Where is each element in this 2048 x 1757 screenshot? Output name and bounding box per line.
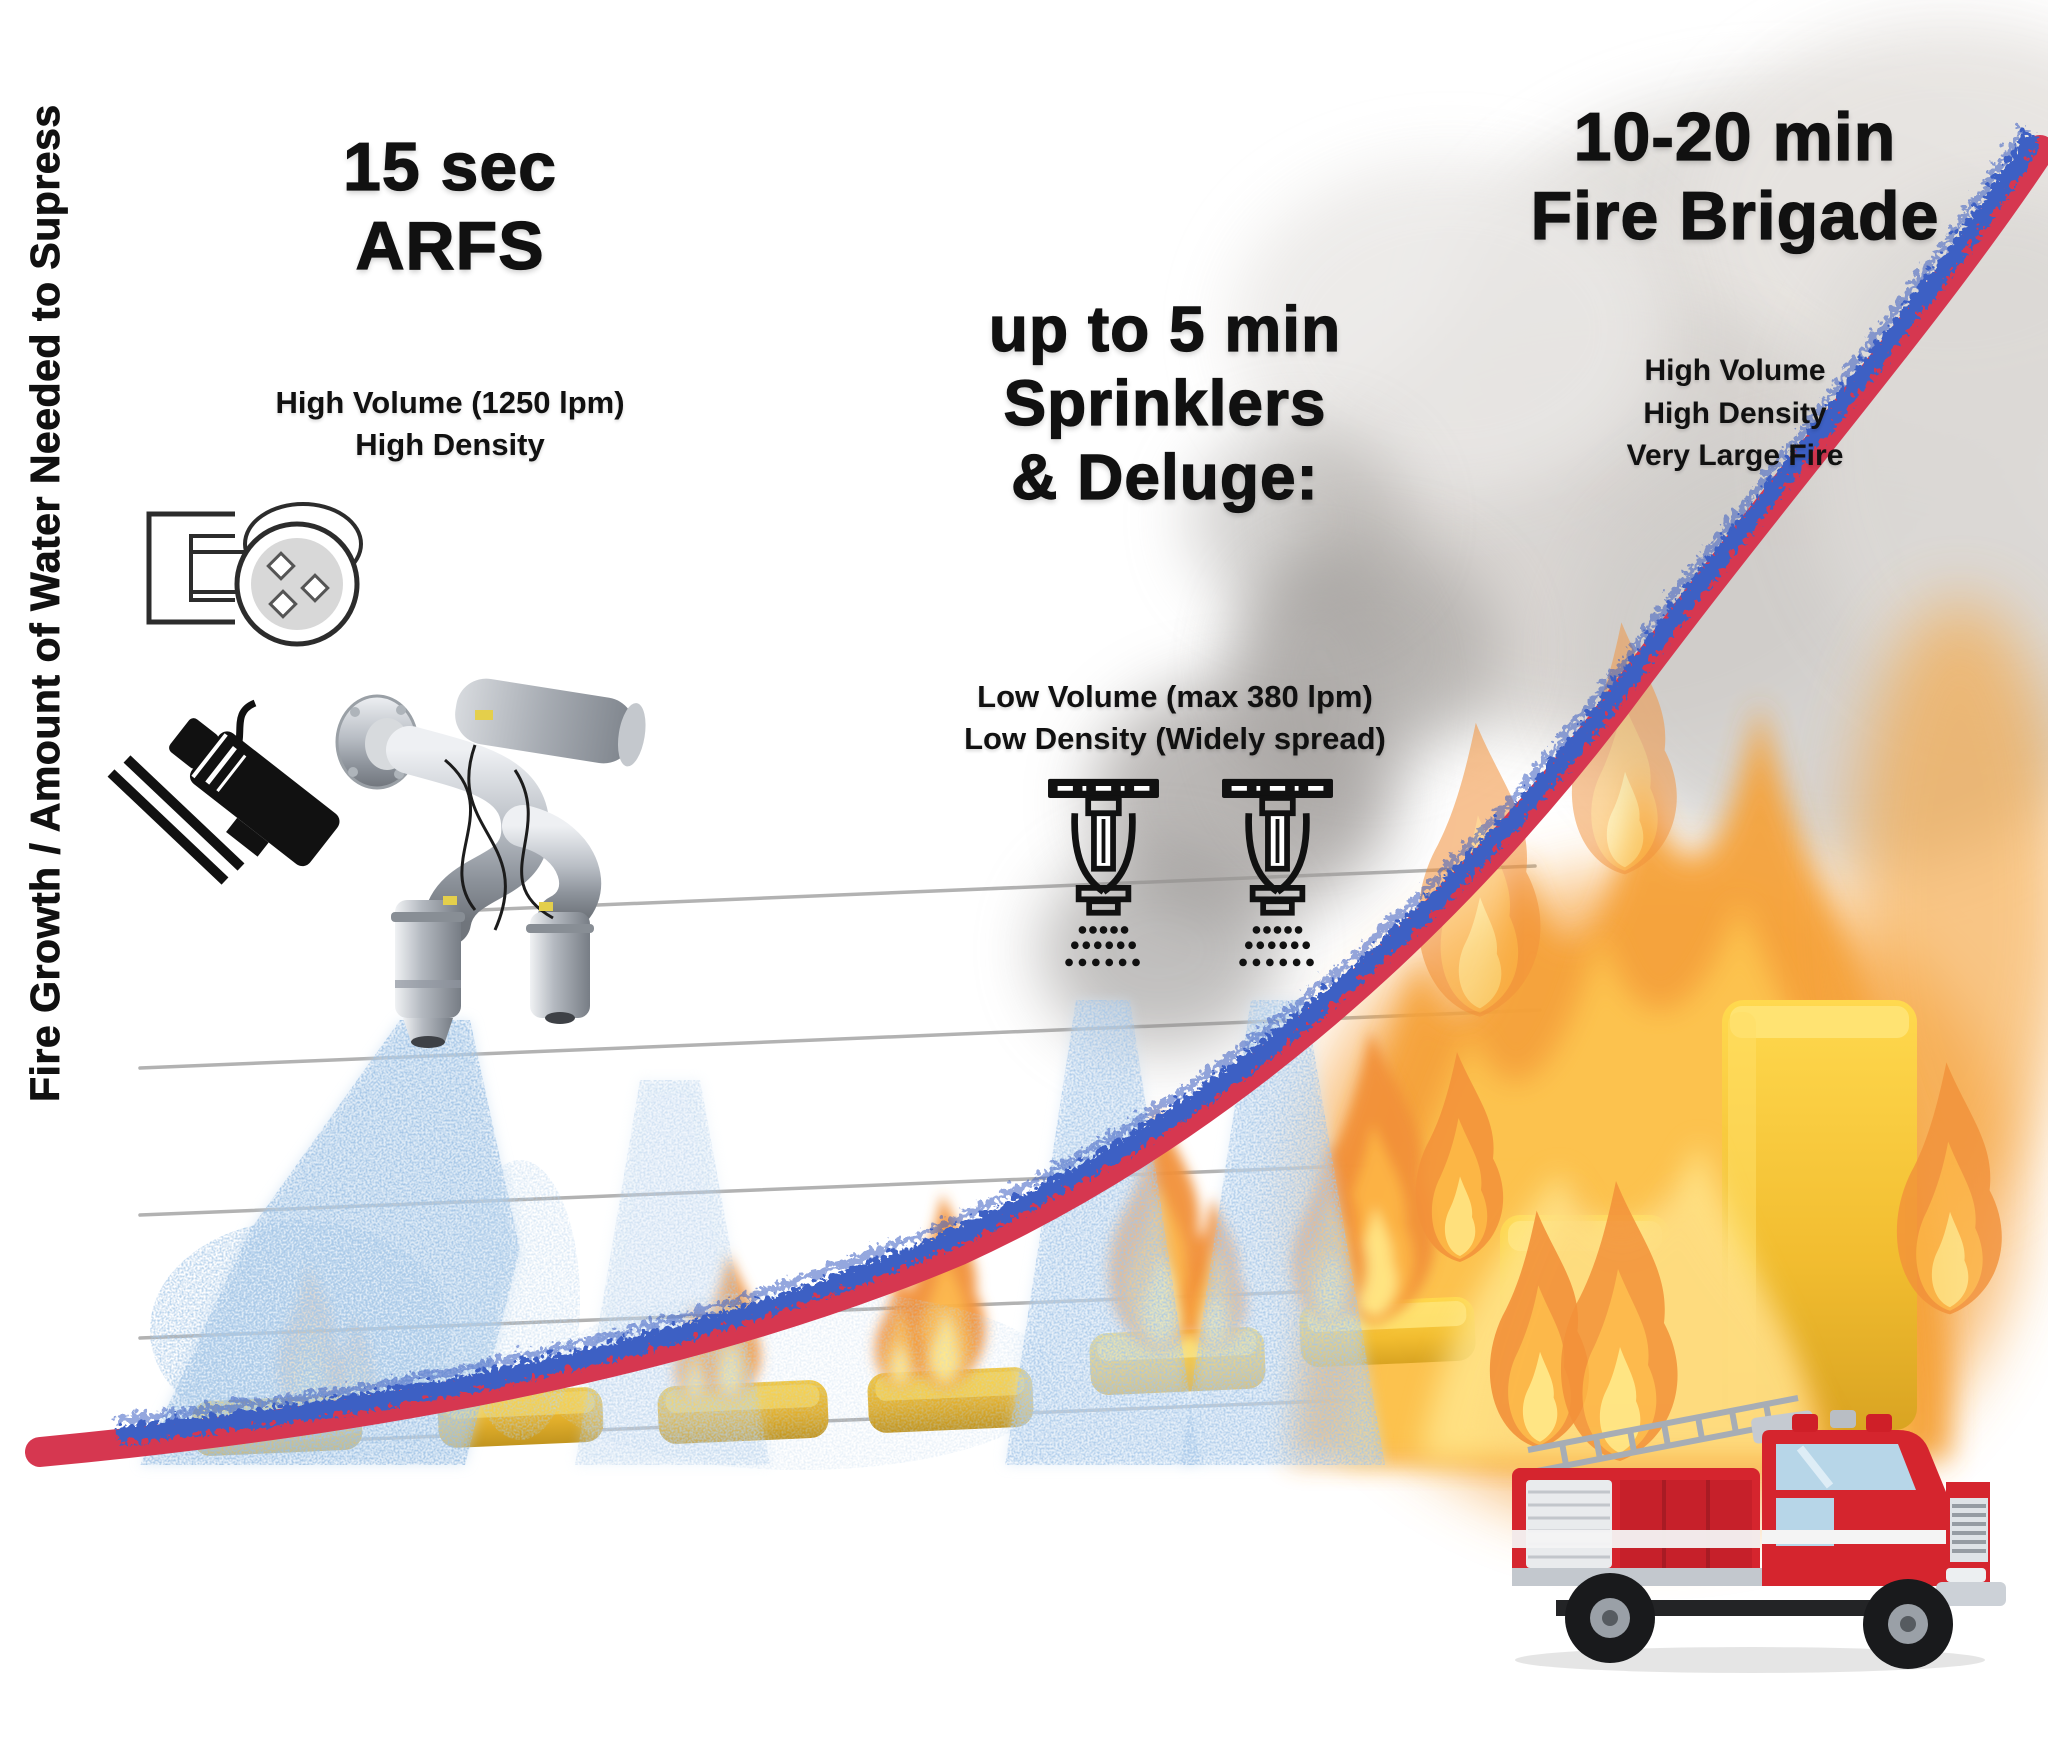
- stage-sprinklers-time: up to 5 min: [988, 292, 1342, 365]
- large-fire-front: [1230, 560, 2002, 1461]
- stage-sprinklers-title: up to 5 min Sprinklers & Deluge:: [855, 292, 1475, 515]
- stage-brigade-subtitle: High Volume High Density Very Large Fire: [1626, 354, 1844, 473]
- sprinkler-head-icon: [1048, 778, 1159, 967]
- curve-blue-scribble: [111, 129, 2035, 1439]
- curve-red: [25, 135, 2048, 1467]
- sprinkler-spray: [1005, 1000, 1200, 1465]
- nozzle-left: [391, 900, 465, 1048]
- stage-sprinklers-subtitle: Low Volume (max 380 lpm) Low Density (Wi…: [964, 679, 1386, 756]
- stage-sprinklers-name: Sprinklers: [1003, 367, 1327, 440]
- stage-arfs-time: 15 sec: [342, 128, 557, 205]
- sprinkler-head-icon: [1222, 778, 1333, 967]
- smoke-cloud: [1230, 20, 2048, 870]
- stage-brigade-time: 10-20 min: [1573, 98, 1897, 175]
- stage-brigade-name: Fire Brigade: [1530, 177, 1940, 254]
- arfs-nozzle-illustration: [335, 678, 646, 1048]
- stage-arfs-name: ARFS: [355, 207, 545, 284]
- sprinkler-spray: [1180, 1000, 1385, 1465]
- water-jet-spray: [140, 1020, 580, 1465]
- cctv-camera-icon: [107, 699, 340, 885]
- stage-brigade-title: 10-20 min Fire Brigade: [1455, 98, 2015, 256]
- wheel: [1863, 1579, 1953, 1669]
- stage-arfs-title: 15 sec ARFS: [180, 128, 720, 286]
- wheel: [1565, 1573, 1655, 1663]
- stage-sprinklers-name2: & Deluge:: [1011, 441, 1319, 514]
- nozzle-right: [526, 912, 594, 1024]
- stage-arfs-subtitle: High Volume (1250 lpm) High Density: [275, 385, 625, 462]
- fire-growth-curve: [25, 120, 2048, 1467]
- fire-truck-illustration: [1512, 1395, 2006, 1673]
- flame-detector-icon: [146, 502, 363, 647]
- y-axis-label: Fire Growth / Amount of Water Needed to …: [22, 104, 69, 1103]
